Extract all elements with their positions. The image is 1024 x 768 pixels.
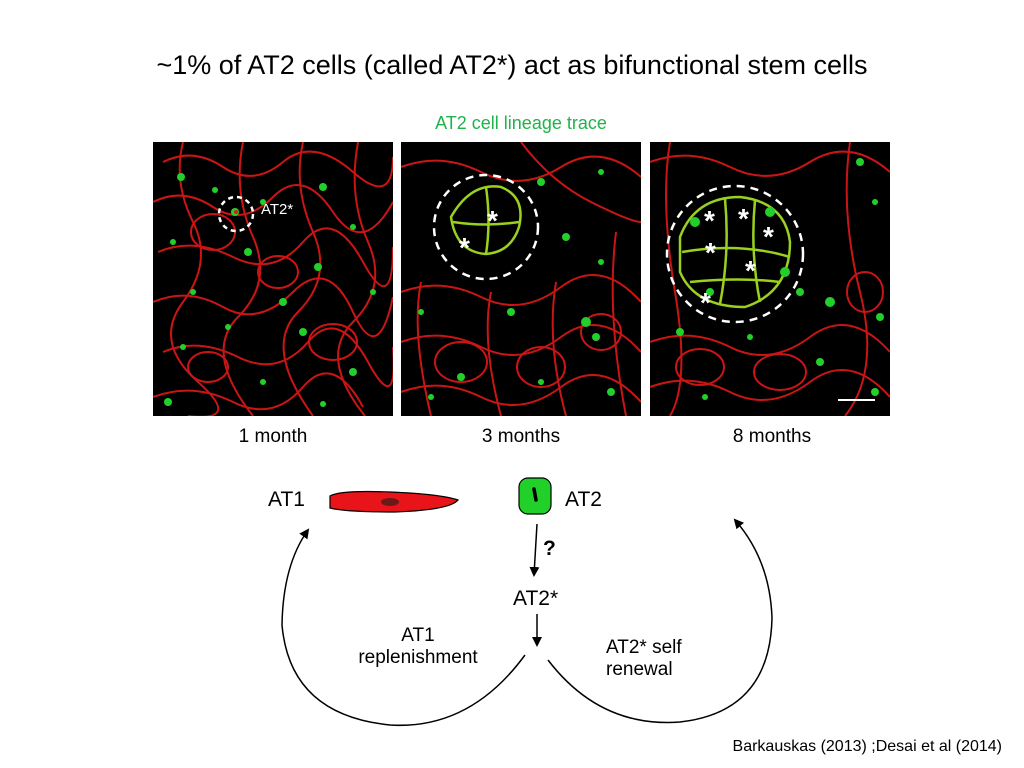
at1-nucleus-icon [381,498,399,506]
clone-cells [678,195,792,309]
at2star-highlight-circle [217,195,255,233]
at2star-label: AT2* [513,587,559,610]
clone-cells [449,185,522,256]
at2-cell-dots [418,169,615,400]
at2-nucleus-icon [532,487,538,502]
micrograph-3-svg: * * * * * * [650,142,890,416]
lineage-trace-subtitle: AT2 cell lineage trace [435,113,607,133]
lineage-diagram [281,477,773,727]
asterisk-marker: * [745,255,756,286]
self-renewal-label: AT2* self renewal [606,637,682,681]
caption-1-month: 1 month [238,426,308,447]
asterisk-markers: * * * * * * [700,203,774,318]
membrane-network [401,142,641,416]
slide-title: ~1% of AT2 cells (called AT2*) act as bi… [156,50,868,80]
micrograph-1-svg: AT2* [153,142,393,416]
asterisk-marker: * [763,221,774,252]
at1-replenishment-arrow [281,528,526,727]
micrograph-panel-3-months: * * [401,142,641,416]
asterisk-marker: * [487,205,498,236]
micrograph-panel-1-month: AT2* [153,142,393,416]
at2-cell-dots [676,158,884,400]
micrograph-panel-8-months: * * * * * * [650,142,890,416]
clone-highlight-circle [665,184,805,324]
asterisk-marker: * [704,205,715,236]
caption-3-months: 3 months [481,426,561,447]
citation: Barkauskas (2013) ;Desai et al (2014) [732,738,1002,755]
at2-cell-dots [164,173,376,407]
at1-label: AT1 [268,488,305,511]
at2star-panel-label: AT2* [261,201,293,218]
at1-replenishment-line2: replenishment [358,647,478,668]
at1-replenishment-line1: AT1 [401,625,435,646]
membrane-network [153,142,393,416]
caption-8-months: 8 months [732,426,812,447]
at2-label: AT2 [565,488,602,511]
micrograph-2-svg: * * [401,142,641,416]
at2-to-at2star-arrow [529,523,540,577]
self-renewal-line1: AT2* self [606,637,682,658]
asterisk-marker: * [738,203,749,234]
at1-replenishment-label: AT1 replenishment [338,625,498,669]
question-mark-label: ? [543,537,556,560]
self-renewal-line2: renewal [606,659,673,680]
asterisk-marker: * [705,237,716,268]
membrane-network [650,142,890,416]
asterisk-marker: * [459,232,470,263]
at2star-self-renewal-arrow [547,518,773,724]
clone-highlight-circle [432,173,540,281]
asterisk-marker: * [700,287,711,318]
